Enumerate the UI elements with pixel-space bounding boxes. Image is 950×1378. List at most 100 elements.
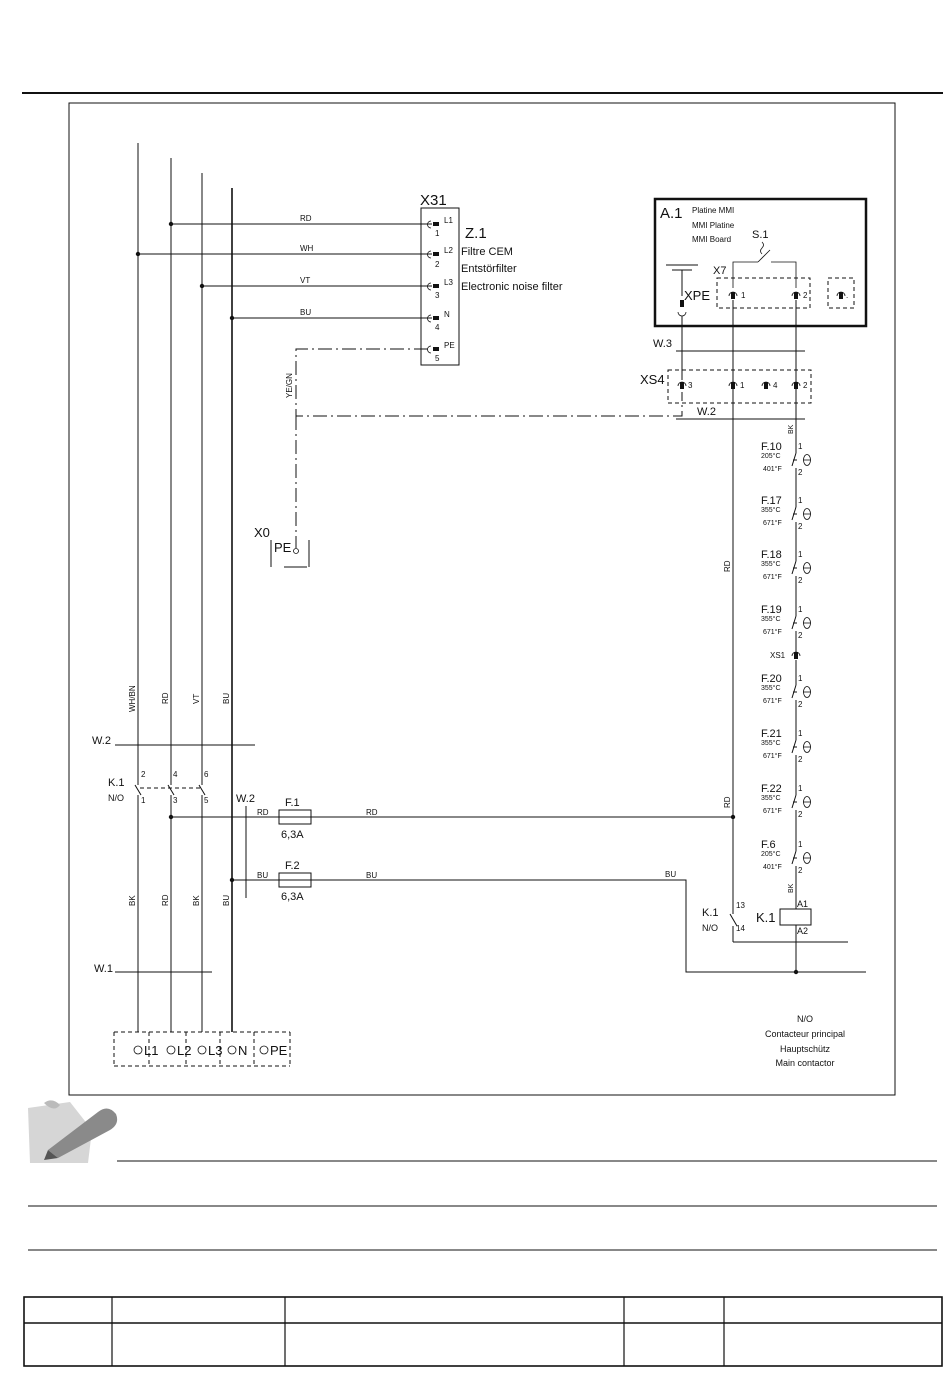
- supply-terminal-strip: L1 L2 L3 N PE: [113, 1031, 291, 1067]
- junction-dot: [199, 283, 205, 289]
- svg-text:2: 2: [141, 770, 146, 779]
- wire-label: RD: [300, 214, 312, 223]
- wire-label: RD: [161, 692, 170, 704]
- svg-text:X0: X0: [254, 525, 270, 540]
- wire-label: WH: [300, 244, 314, 253]
- svg-text:6: 6: [204, 770, 209, 779]
- thermal-fuse-temp-c: 205°C: [761, 850, 781, 858]
- thermal-fuse-pin: 1: [798, 729, 803, 738]
- thermal-fuse-label: F.6: [761, 839, 776, 851]
- wire-label: BK: [128, 895, 137, 906]
- thermal-fuse-temp-f: 671°F: [763, 519, 782, 527]
- xs4-label: XS4: [640, 372, 665, 387]
- svg-text:K.1: K.1: [108, 777, 125, 789]
- thermal-fuse-pin: 1: [798, 442, 803, 451]
- a1-label: A.1: [660, 205, 683, 222]
- wire-label: RD: [366, 808, 378, 817]
- x31-pin: L1 1: [427, 216, 453, 238]
- z1-desc-de: Entstörfilter: [461, 263, 517, 275]
- svg-text:2: 2: [803, 291, 808, 300]
- svg-text:A2: A2: [797, 926, 808, 936]
- svg-text:L2: L2: [177, 1043, 191, 1058]
- pe-earth-wire: [295, 348, 683, 417]
- thermal-fuse-pin: 2: [798, 576, 803, 585]
- w1-label: W.1: [94, 963, 113, 975]
- thermal-fuse-temp-c: 355°C: [761, 560, 781, 568]
- svg-text:N/O: N/O: [108, 793, 124, 803]
- f1-rating: 6,3A: [281, 829, 304, 841]
- thermal-fuse-chain: F.10205°C401°F12F.17355°C671°F12F.18355°…: [761, 440, 811, 909]
- legend-en: Main contactor: [775, 1058, 834, 1068]
- svg-text:L3: L3: [208, 1043, 222, 1058]
- svg-text:K.1: K.1: [756, 910, 776, 925]
- svg-text:1: 1: [435, 229, 440, 238]
- svg-text:3: 3: [173, 796, 178, 805]
- svg-text:14: 14: [736, 924, 745, 933]
- junction-dot: [730, 814, 736, 820]
- xs4-pin: 2: [791, 381, 808, 390]
- revision-table: [23, 1296, 943, 1367]
- k1-main-contacts: K.1 N/O 2 4 6 1 3 5: [108, 770, 209, 805]
- wire-label: WH/BN: [128, 685, 137, 712]
- wire-label: BU: [257, 871, 268, 880]
- thermal-fuse-temp-c: 205°C: [761, 452, 781, 460]
- w2-label-upper: W.2: [92, 735, 111, 747]
- xs4-pin: 1: [728, 381, 745, 390]
- svg-text:XS1: XS1: [770, 651, 786, 660]
- wire-label: BK: [192, 895, 201, 906]
- thermal-fuse-label: F.17: [761, 495, 782, 507]
- f2-label: F.2: [285, 860, 300, 872]
- svg-text:L1: L1: [144, 1043, 158, 1058]
- svg-text:PE: PE: [444, 341, 455, 350]
- svg-text:N: N: [444, 310, 450, 319]
- k1-coil: K.1 A1 A2: [756, 899, 812, 972]
- thermal-fuse-pin: 1: [798, 840, 803, 849]
- svg-text:4: 4: [173, 770, 178, 779]
- svg-text:PE: PE: [274, 540, 292, 555]
- wire-label: BU: [222, 895, 231, 906]
- x7-connector: [716, 277, 811, 309]
- x31-pin: L3 3: [427, 278, 453, 300]
- x7-label: X7: [713, 265, 726, 277]
- a1-desc-fr: Platine MMI: [692, 206, 734, 215]
- notes-pencil-icon: [28, 1100, 118, 1163]
- f2-fuse: [278, 872, 312, 888]
- svg-text:1: 1: [141, 796, 146, 805]
- junction-dot: [168, 221, 174, 227]
- thermal-fuse-pin: 1: [798, 550, 803, 559]
- thermal-fuse-pin: 1: [798, 496, 803, 505]
- svg-text:.: .: [846, 291, 848, 300]
- svg-text:3: 3: [435, 291, 440, 300]
- x0-pe-terminal: X0 PE: [254, 525, 310, 568]
- junction-dot: [229, 315, 235, 321]
- svg-text:XPE: XPE: [684, 288, 710, 303]
- thermal-fuse-label: F.21: [761, 728, 782, 740]
- xs4-connector: [667, 369, 812, 404]
- thermal-fuse-pin: 1: [798, 784, 803, 793]
- svg-text:3: 3: [688, 381, 693, 390]
- w2-label-right: W.2: [697, 406, 716, 418]
- thermal-fuse-temp-f: 401°F: [763, 863, 782, 871]
- neutral-return-wire: [232, 879, 866, 973]
- thermal-fuse-pin: 2: [798, 522, 803, 531]
- z1-desc-fr: Filtre CEM: [461, 246, 513, 258]
- svg-text:L3: L3: [444, 278, 453, 287]
- thermal-fuse-label: F.19: [761, 604, 782, 616]
- thermal-fuse-pin: 1: [798, 674, 803, 683]
- x31-pins: L1 1 L2 2 L3 3 N 4 PE 5: [427, 216, 455, 363]
- thermal-fuse-temp-f: 671°F: [763, 628, 782, 636]
- svg-text:A1: A1: [797, 899, 808, 909]
- thermal-fuse-label: F.18: [761, 549, 782, 561]
- junction-dot: [229, 877, 235, 883]
- a1-desc-de: MMI Platine: [692, 221, 735, 230]
- w2-label-left: W.2: [236, 793, 255, 805]
- diagram-frame: [68, 102, 896, 1096]
- wire-label: RD: [723, 796, 732, 808]
- svg-text:2: 2: [435, 260, 440, 269]
- z1-label: Z.1: [465, 225, 487, 242]
